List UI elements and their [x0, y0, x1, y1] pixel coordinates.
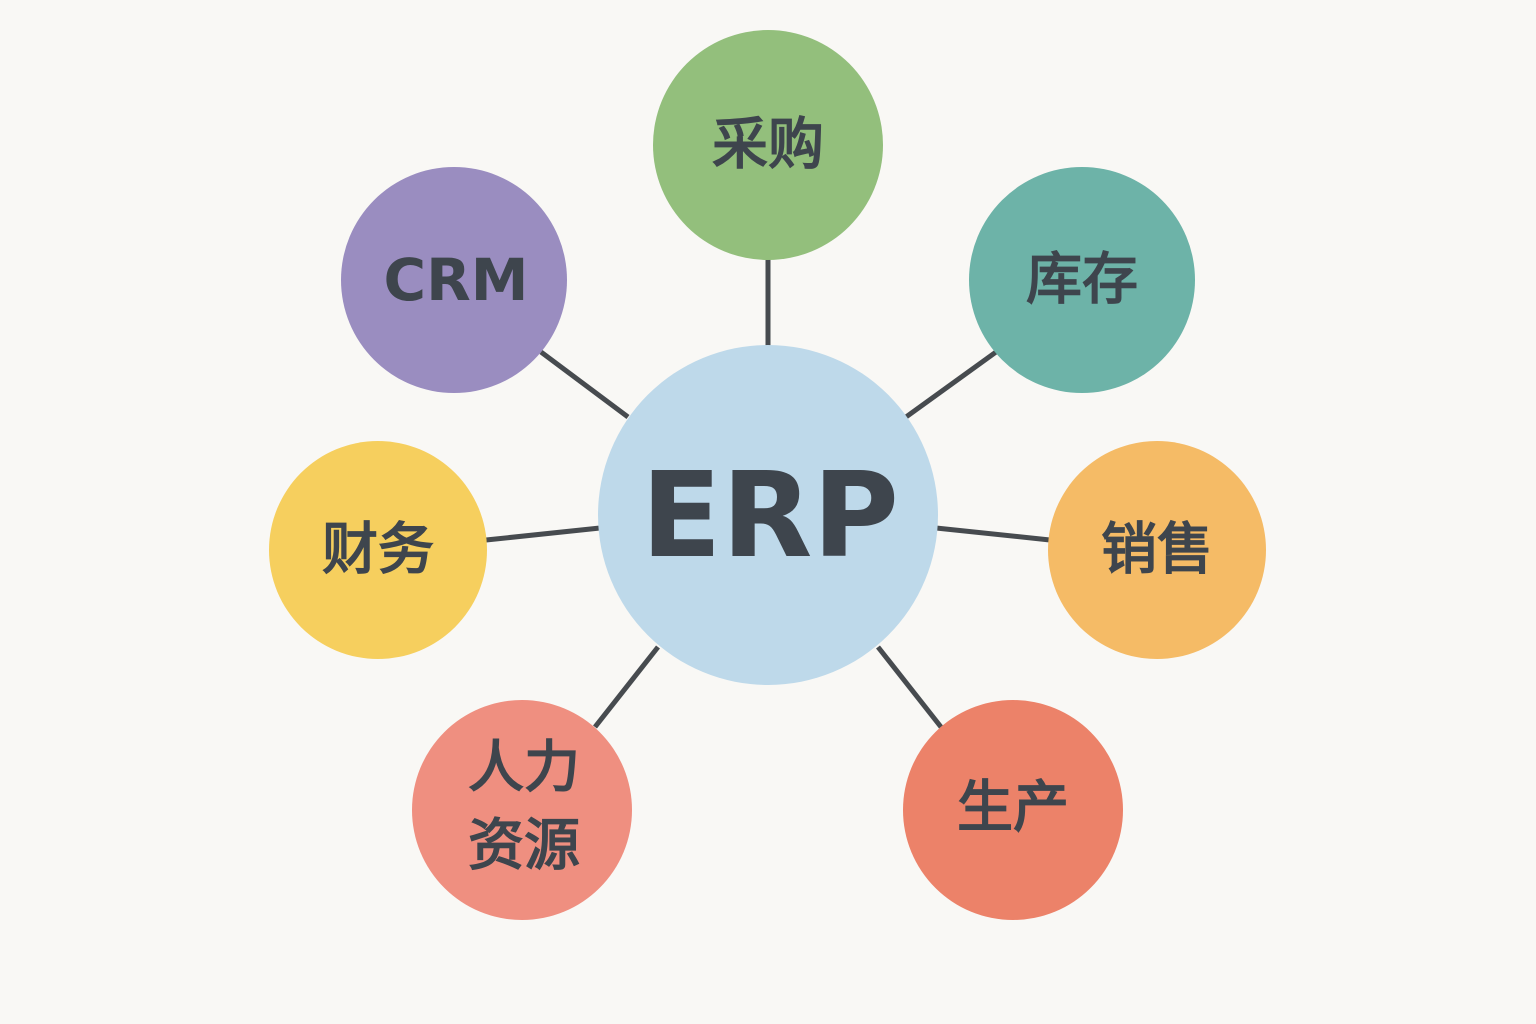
- module-label-line-1: 人力: [468, 736, 580, 801]
- module-label: 财务: [322, 518, 434, 583]
- module-circle: [341, 167, 567, 393]
- module-inventory: 库存: [969, 167, 1195, 393]
- module-crm: CRM: [341, 167, 567, 393]
- module-finance: 财务: [269, 441, 487, 659]
- connector-finance: [485, 525, 601, 543]
- module-label: CRM: [384, 246, 529, 314]
- module-circle: [269, 441, 487, 659]
- module-label: 销售: [1101, 518, 1213, 583]
- center-label: ERP: [641, 446, 899, 584]
- module-circle: [903, 700, 1123, 920]
- center-circle: [598, 345, 938, 685]
- connectors: [485, 258, 1051, 729]
- module-label-line-2: 资源: [468, 814, 580, 879]
- module-label: 库存: [1026, 248, 1138, 313]
- center-node: ERP: [598, 345, 938, 685]
- module-label: 采购: [712, 113, 824, 178]
- connector-sales: [935, 525, 1051, 543]
- connector-inventory: [904, 349, 998, 420]
- connector-hr: [593, 645, 660, 729]
- connector-production: [876, 645, 943, 729]
- module-production: 生产: [903, 700, 1123, 920]
- module-hr: 人力 资源: [412, 700, 632, 920]
- module-sales: 销售: [1048, 441, 1266, 659]
- module-circle: [653, 30, 883, 260]
- module-circle: [412, 700, 632, 920]
- connector-crm: [539, 349, 630, 420]
- module-label: 生产: [957, 776, 1069, 841]
- module-circle: [1048, 441, 1266, 659]
- module-purchasing: 采购: [653, 30, 883, 260]
- module-circle: [969, 167, 1195, 393]
